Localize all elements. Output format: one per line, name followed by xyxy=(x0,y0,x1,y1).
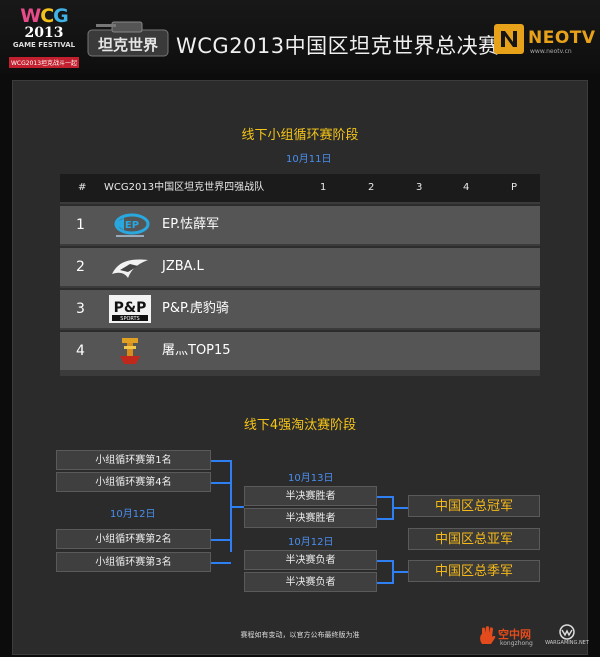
col-3: 3 xyxy=(416,182,423,193)
bracket-connector xyxy=(211,460,231,462)
row-rank: 1 xyxy=(76,217,85,233)
knockout-title: 线下4强淘汰赛阶段 xyxy=(243,418,357,433)
bracket-connector xyxy=(377,518,393,520)
wcg-letter-w: W xyxy=(20,5,41,27)
wargaming-name: WARGAMING.NET xyxy=(545,640,589,646)
pnp-team-logo-icon: P&P SPORTS xyxy=(109,295,151,323)
runner-up-label: 中国区总亚军 xyxy=(408,528,540,550)
qf-date: 10月12日 xyxy=(110,509,156,520)
row-team-name: EP.怯薛军 xyxy=(162,217,220,232)
bracket-connector xyxy=(211,562,231,564)
bracket-connector xyxy=(211,482,231,484)
wargaming-logo: WARGAMING.NET xyxy=(538,624,596,650)
third-place-label: 中国区总季军 xyxy=(408,560,540,582)
row-rank: 4 xyxy=(76,343,85,359)
col-4: 4 xyxy=(463,182,470,193)
wcg-year: 2013 xyxy=(24,25,64,41)
row-team-name: P&P.虎豹骑 xyxy=(162,301,229,316)
wcg-letter-c: C xyxy=(40,5,54,27)
bracket-slot: 半决赛负者 xyxy=(244,572,377,592)
table-row: 2 JZBA.L xyxy=(60,246,540,286)
pnp-logo-text: P&P xyxy=(114,300,147,316)
table-row: 3 P&P SPORTS P&P.虎豹骑 xyxy=(60,288,540,328)
col-1: 1 xyxy=(320,182,327,193)
bracket-connector xyxy=(377,560,393,562)
tank-logo-text: 坦克世界 xyxy=(98,36,158,54)
world-of-tanks-logo: 坦克世界 xyxy=(87,21,169,57)
row-rank: 3 xyxy=(76,301,85,317)
bracket-slot: 半决赛负者 xyxy=(244,550,377,570)
bracket-connector xyxy=(377,496,393,498)
hand-icon xyxy=(480,626,496,644)
pnp-logo-sub: SPORTS xyxy=(120,316,139,322)
champion-label: 中国区总冠军 xyxy=(408,495,540,517)
bracket-slot: 小组循环赛第1名 xyxy=(56,450,211,470)
bracket-slot: 小组循环赛第4名 xyxy=(56,472,211,492)
bracket-slot: 半决赛胜者 xyxy=(244,486,377,506)
wcg-festival-label: GAME FESTIVAL xyxy=(12,41,76,49)
col-points: P xyxy=(511,182,518,193)
neotv-n-icon xyxy=(494,24,524,54)
bracket-slot: 半决赛胜者 xyxy=(244,508,377,528)
bracket-connector xyxy=(230,506,244,508)
group-stage-date: 10月11日 xyxy=(286,154,332,165)
col-2: 2 xyxy=(368,182,375,193)
bracket-slot: 小组循环赛第3名 xyxy=(56,552,211,572)
bracket-connector xyxy=(211,539,231,541)
bracket-connector xyxy=(392,507,408,509)
neotv-name: NEOTV xyxy=(528,28,596,48)
kongzhong-sub: kongzhong xyxy=(500,640,533,647)
svg-text:EP: EP xyxy=(125,220,139,231)
group-stage-title: 线下小组循环赛阶段 xyxy=(241,128,359,143)
bracket-connector xyxy=(377,582,393,584)
kongzhong-name: 空中网 xyxy=(498,628,531,641)
table-row: 4 屠灬TOP15 xyxy=(60,330,540,370)
wargaming-emblem-icon xyxy=(559,624,575,640)
jzba-team-logo-icon xyxy=(112,259,148,278)
page-title: WCG2013中国区坦克世界总决赛 xyxy=(176,34,500,58)
wcg-subtitle: WCG2013坦克战斗一起 xyxy=(8,57,80,68)
row-team-name: 屠灬TOP15 xyxy=(162,343,231,358)
kongzhong-logo: 空中网 kongzhong xyxy=(478,624,534,650)
bracket-connector xyxy=(392,571,408,573)
header-banner: WCG 2013 GAME FESTIVAL WCG2013坦克战斗一起 坦克世… xyxy=(0,0,600,74)
wcg-logo: WCG 2013 GAME FESTIVAL WCG2013坦克战斗一起 xyxy=(6,6,82,70)
row-team-name: JZBA.L xyxy=(162,259,204,274)
table-header: # WCG2013中国区坦克世界四强战队 1 2 3 4 P xyxy=(60,174,540,202)
col-rank: # xyxy=(78,182,87,193)
top15-team-logo-icon xyxy=(120,338,140,364)
sf-date-bottom: 10月12日 xyxy=(288,537,334,548)
wcg-letter-g: G xyxy=(53,5,69,27)
bracket-slot: 小组循环赛第2名 xyxy=(56,529,211,549)
row-rank: 2 xyxy=(76,259,85,275)
ep-team-logo-icon: EP xyxy=(114,213,150,237)
neotv-url: www.neotv.cn xyxy=(530,48,572,55)
schedule-disclaimer: 赛程如有变动，以官方公布最终版为准 xyxy=(240,631,360,639)
neotv-logo: NEOTV www.neotv.cn xyxy=(494,22,596,62)
group-table: # WCG2013中国区坦克世界四强战队 1 2 3 4 P 1 EP EP.怯… xyxy=(60,174,540,376)
sf-date-top: 10月13日 xyxy=(288,473,334,484)
table-row: 1 EP EP.怯薛军 xyxy=(60,204,540,244)
col-team: WCG2013中国区坦克世界四强战队 xyxy=(104,182,265,193)
